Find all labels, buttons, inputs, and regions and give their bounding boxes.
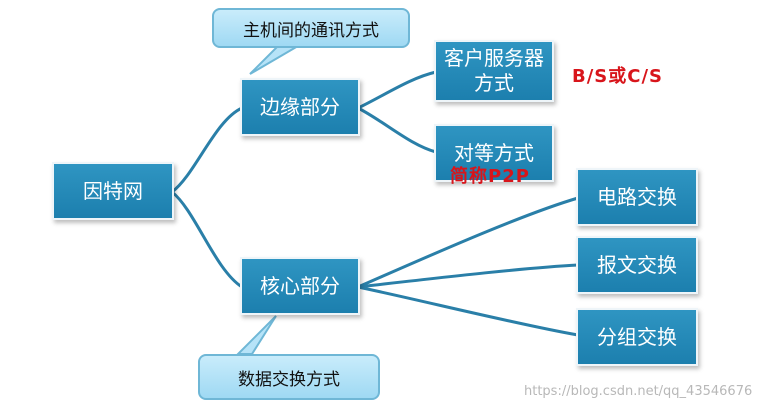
note-p2p-short: 简称P2P bbox=[450, 166, 530, 187]
link-root-edge bbox=[170, 106, 244, 194]
node-p2p: 对等方式 bbox=[434, 124, 554, 182]
callout-data-exchange: 数据交换方式 bbox=[198, 354, 380, 400]
note-bs-cs: B/S或C/S bbox=[572, 66, 664, 87]
node-circuit-switching: 电路交换 bbox=[576, 168, 698, 226]
link-root-core bbox=[170, 190, 244, 289]
watermark-text: https://blog.csdn.net/qq_43546676 bbox=[524, 384, 753, 399]
node-edge-part: 边缘部分 bbox=[240, 78, 360, 136]
link-core-message bbox=[356, 263, 580, 289]
node-message-switching: 报文交换 bbox=[576, 236, 698, 294]
link-edge-p2p bbox=[356, 106, 438, 154]
link-core-circuit bbox=[356, 196, 580, 289]
node-internet: 因特网 bbox=[52, 162, 174, 220]
callout-pointer-top bbox=[249, 45, 302, 75]
node-core-part: 核心部分 bbox=[240, 257, 360, 315]
link-core-packet bbox=[356, 285, 580, 337]
node-packet-switching: 分组交换 bbox=[576, 308, 698, 366]
callout-host-communication: 主机间的通讯方式 bbox=[212, 8, 410, 48]
link-edge-cs bbox=[356, 70, 438, 110]
node-client-server: 客户服务器 方式 bbox=[434, 40, 554, 102]
callout-pointer-bottom bbox=[235, 315, 277, 355]
